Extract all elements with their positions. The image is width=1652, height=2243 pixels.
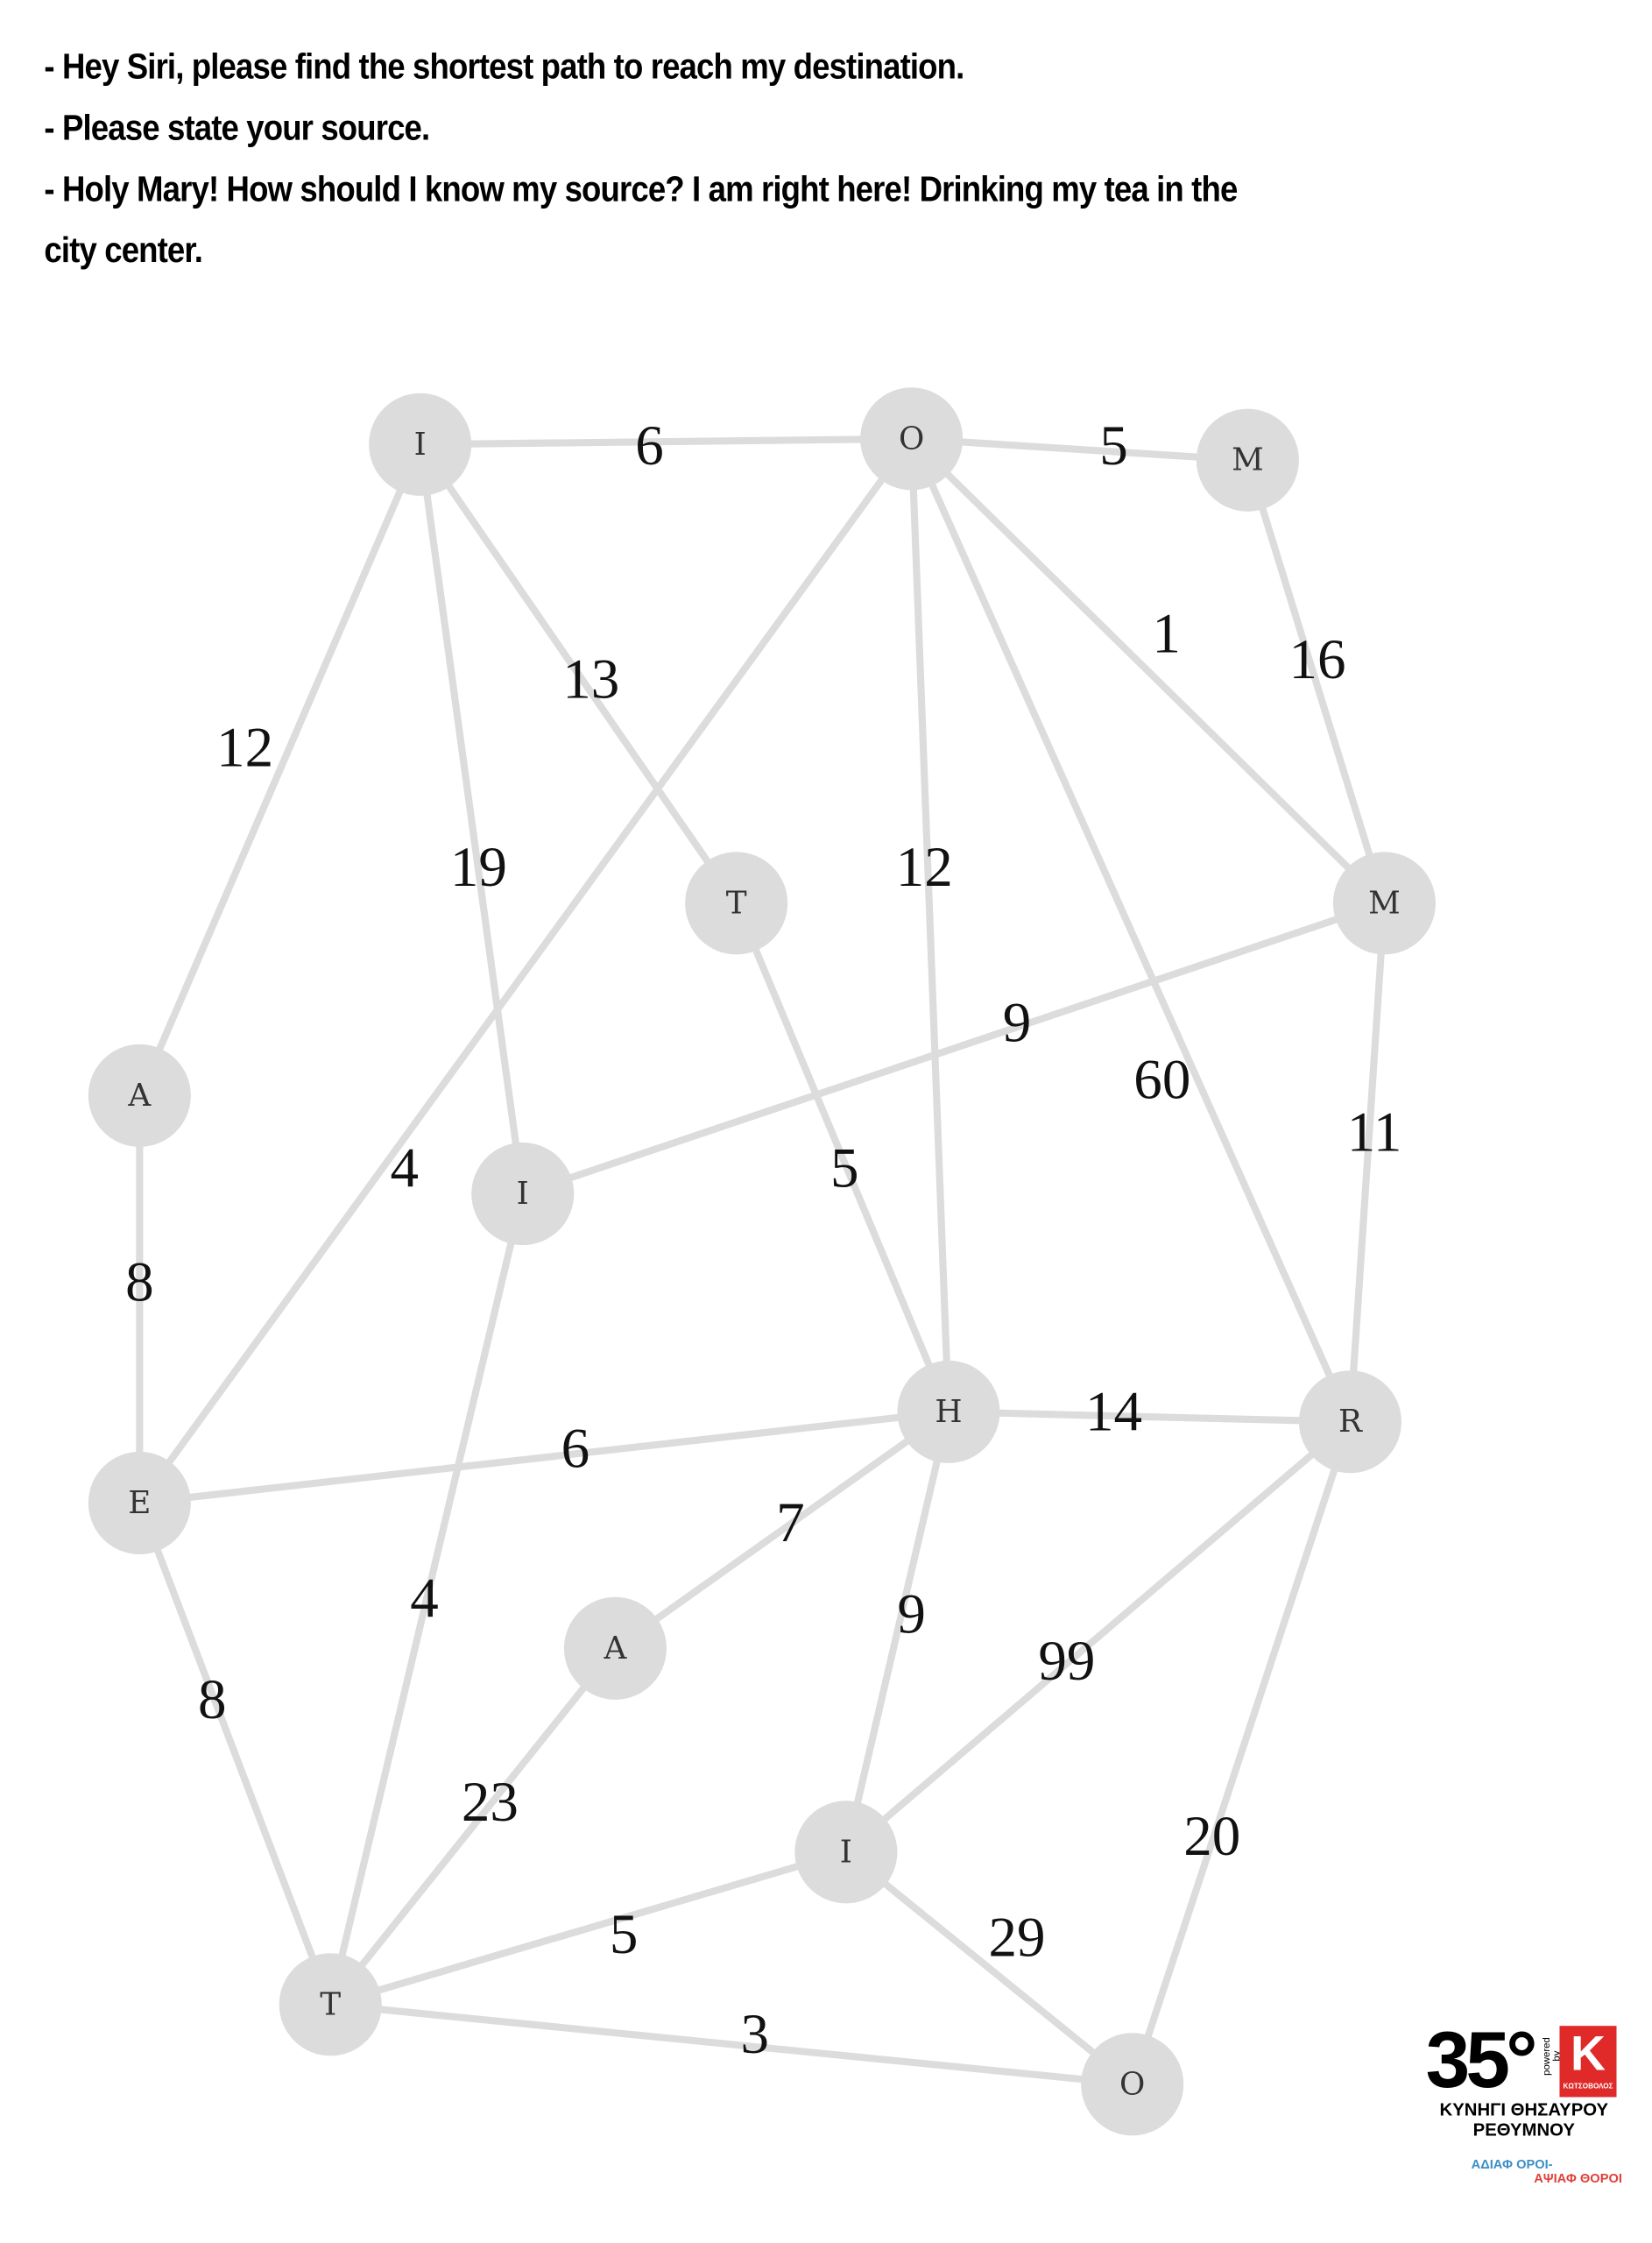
dialogue-line: - Hey Siri, please find the shortest pat… [44, 46, 964, 88]
graph-node [471, 1143, 575, 1246]
graph-edge [327, 1645, 619, 2008]
graph-edge [907, 435, 952, 1416]
graph-edge [327, 1190, 526, 2008]
graph-node [1298, 1370, 1401, 1474]
node-label: A [604, 1631, 628, 1666]
graph-edge [327, 1848, 850, 2008]
edge-weight-label: 5 [1099, 414, 1128, 478]
edge-weight-label: 7 [776, 1491, 805, 1554]
graph-node [897, 1360, 1000, 1463]
edge-weight-label: 5 [830, 1136, 859, 1199]
brand-letter: K [1571, 2027, 1606, 2082]
graph-edge [907, 435, 1354, 1426]
edge-weight-label: 6 [561, 1418, 590, 1481]
edge-weight-label: 6 [635, 414, 664, 478]
graph-edge [1244, 456, 1388, 907]
graph-node [794, 1801, 898, 1904]
graph-edge [842, 1418, 1354, 1856]
node-label: T [726, 885, 747, 921]
node-label: I [840, 1834, 852, 1870]
logo-slogan-line1: ΑΔΙΑΦ ΟΡΟΙ- [1471, 2156, 1553, 2172]
brand-name: ΚΩΤΣΟΒΟΛΟΣ [1563, 2083, 1613, 2091]
edge-weight-label: 12 [896, 836, 953, 899]
edge-weight-label: 3 [741, 2003, 770, 2066]
graph-edge [611, 1408, 952, 1652]
graph-node [563, 1596, 667, 1700]
graph-edge [327, 2000, 1136, 2088]
graph-node [860, 387, 964, 491]
graph-edge [944, 1408, 1354, 1426]
node-label: O [1119, 2066, 1145, 2102]
edge-weight-label: 9 [1003, 991, 1032, 1054]
graph-edge [136, 1408, 952, 1507]
edge-weight-label: 60 [1133, 1049, 1190, 1112]
graph-node [1332, 852, 1437, 955]
graph-node [279, 1953, 382, 2056]
node-label: T [320, 1986, 341, 2022]
node-label: I [517, 1176, 529, 1212]
edge-weight-label: 11 [1347, 1101, 1402, 1164]
graph-edge [907, 435, 1388, 907]
node-label: R [1338, 1404, 1363, 1440]
graph-edge [136, 441, 424, 1100]
edge-weight-label: 8 [125, 1250, 154, 1313]
edge-weight-label: 1 [1152, 603, 1181, 666]
edge-weight-label: 20 [1183, 1805, 1240, 1868]
graph-node [1196, 408, 1299, 512]
logo-title-line1: ΚΥΝΗΓΙ ΘΗΣΑΥΡΟΥ [1439, 2099, 1609, 2120]
graph-edge [842, 1848, 1136, 2088]
edge-weight-label: 8 [198, 1668, 227, 1731]
edge-weight-label: 14 [1085, 1380, 1142, 1443]
graph-edge [732, 899, 952, 1416]
dialogue-line: - Holy Mary! How should I know my source… [44, 169, 1238, 210]
graph-edge [416, 435, 915, 449]
node-label: E [128, 1485, 151, 1521]
graph-edge [519, 899, 1388, 1198]
graph-edge [416, 441, 740, 907]
edge-weight-label: 23 [462, 1771, 519, 1834]
logo-number: 35° [1425, 2014, 1538, 2105]
graph-edge [842, 1408, 952, 1856]
graph-edge [1128, 1418, 1354, 2088]
node-label: M [1368, 885, 1401, 921]
edge-weight-label: 4 [391, 1136, 420, 1199]
logo-title-line2: ΡΕΘΥΜΝΟΥ [1472, 2119, 1575, 2140]
graph-node [88, 1044, 191, 1147]
dialogue-line: city center. [44, 230, 203, 271]
node-label: M [1232, 442, 1264, 478]
graph-edge [136, 435, 915, 1507]
graph-edge [1346, 899, 1388, 1426]
graph-edge [136, 1499, 335, 2008]
graph-node [369, 393, 472, 496]
graph-node [685, 852, 788, 955]
logo-slogan-line2: ΑΨΙΑΦ ΘΟΡΟΙ [1534, 2171, 1622, 2186]
edge-weight-label: 99 [1038, 1630, 1095, 1693]
node-label: H [935, 1394, 962, 1430]
edge-weight-label: 4 [410, 1567, 439, 1630]
dialogue-line: - Please state your source. [44, 108, 430, 149]
edge-weight-label: 9 [897, 1582, 926, 1645]
graph-edge [907, 435, 1252, 464]
graph-edge [416, 441, 526, 1198]
dialogue-text: - Hey Siri, please find the shortest pat… [44, 37, 1377, 282]
edge-weight-label: 19 [450, 836, 507, 899]
edge-weight-label: 16 [1289, 628, 1346, 691]
edge-weight-label: 12 [216, 717, 273, 780]
edge-weight-label: 5 [610, 1903, 639, 1966]
edge-weight-label: 29 [988, 1906, 1045, 1969]
graph-node [1081, 2033, 1184, 2136]
node-label: A [127, 1078, 152, 1114]
graph-node [88, 1451, 191, 1554]
edge-weight-label: 13 [562, 648, 619, 711]
node-label: I [414, 427, 427, 463]
node-label: O [899, 421, 924, 456]
